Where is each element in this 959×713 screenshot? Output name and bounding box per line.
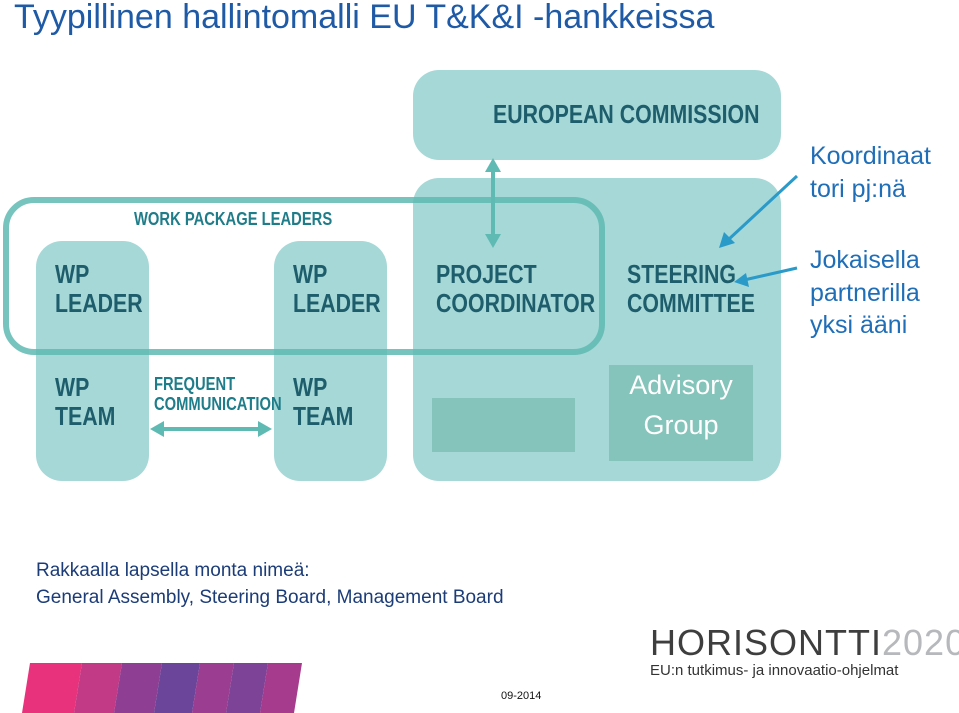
steering-note-arrow xyxy=(734,266,798,287)
slide-date: 09-2014 xyxy=(501,690,542,702)
work-package-leaders-frame xyxy=(3,197,605,355)
wp-column-2-box xyxy=(274,241,387,481)
wp-leader-1-label: WP LEADER xyxy=(55,259,143,319)
wp-column-1-box xyxy=(36,241,149,481)
wp-team-1-label: WP TEAM xyxy=(55,372,116,432)
coordinator-subgroup-box xyxy=(432,398,575,452)
wp-team-2-label: WP TEAM xyxy=(293,372,354,432)
page-title: Tyypillinen hallintomalli EU T&K&I -hank… xyxy=(14,0,715,36)
decorative-stripes xyxy=(22,663,302,713)
frequent-communication-arrow xyxy=(150,421,272,437)
coordinator-note-arrow xyxy=(719,174,799,248)
european-commission-label: EUROPEAN COMMISSION xyxy=(493,99,760,129)
voting-note: Jokaisella partnerilla yksi ääni xyxy=(810,246,920,339)
coordinator-note: Koordinaat tori pj:nä xyxy=(810,142,931,203)
logo-main-text: HORISONTTI xyxy=(650,622,882,663)
work-package-leaders-label: WORK PACKAGE LEADERS xyxy=(134,209,333,229)
logo-year: 2020 xyxy=(882,622,959,663)
steering-committee-label: STEERING COMMITTEE xyxy=(627,259,755,319)
wp-leader-2-label: WP LEADER xyxy=(293,259,381,319)
ec-coordinator-arrow xyxy=(485,158,501,248)
project-coordinator-label: PROJECT COORDINATOR xyxy=(436,259,596,319)
advisory-group-box: Advisory Group xyxy=(609,365,753,461)
bottom-caption: Rakkaalla lapsella monta nimeä: General … xyxy=(36,560,504,608)
european-commission-box xyxy=(413,70,781,160)
logo-subtitle: EU:n tutkimus- ja innovaatio-ohjelmat xyxy=(650,662,899,679)
frequent-communication-label: FREQUENT COMMUNICATION xyxy=(154,374,282,415)
horisontti-logo: HORISONTTI2020 xyxy=(650,622,959,664)
